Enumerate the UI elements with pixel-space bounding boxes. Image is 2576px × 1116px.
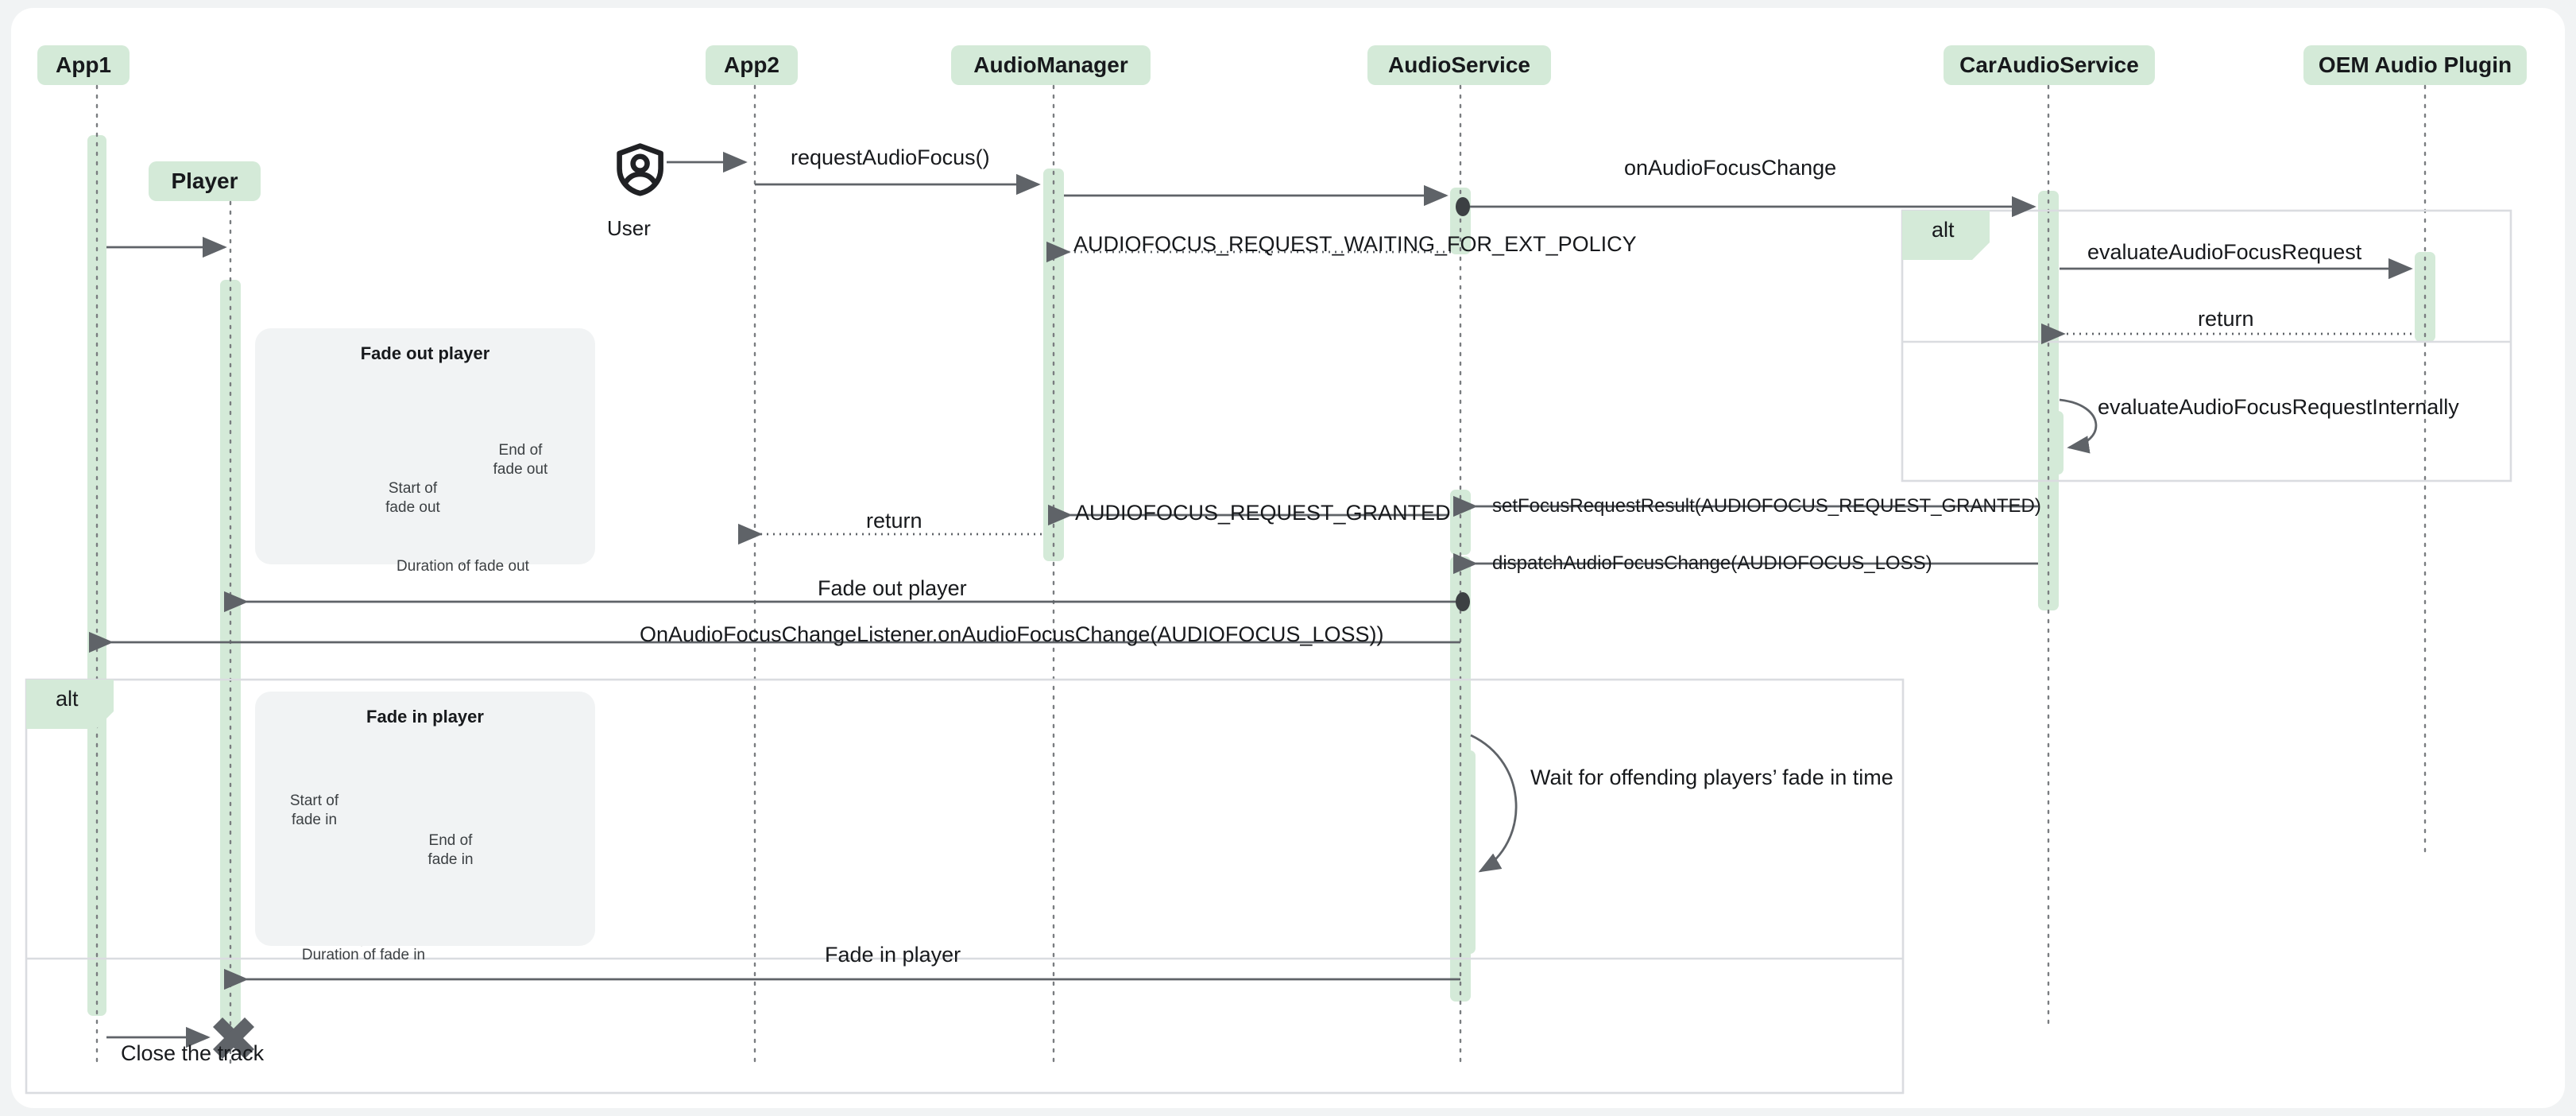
note-label-duration-of-fade-out: Duration of fade out	[396, 558, 529, 575]
note-label-start-of-fade-out: Start of fade out	[385, 480, 440, 516]
activation-bar-oemplugin	[2415, 252, 2435, 342]
activation-bar-caraudioservice-self	[2044, 411, 2064, 475]
activation-bar-audioservice-self	[1456, 750, 1476, 954]
message-label-audiofocus-request-granted: AUDIOFOCUS_REQUEST_GRANTED	[1075, 501, 1451, 525]
message-label-onaudiofocuschange: onAudioFocusChange	[1624, 156, 1837, 180]
activation-bar-caraudioservice	[2038, 191, 2059, 610]
participant-caraudioservice[interactable]: CarAudioService	[1944, 45, 2155, 85]
message-label-fade-out-player: Fade out player	[818, 576, 967, 600]
activation-bar-audioservice-2	[1450, 490, 1471, 555]
participant-label: App1	[56, 52, 111, 77]
activation-bar-player	[220, 280, 241, 1035]
message-label-close-the-track: Close the track	[121, 1041, 265, 1065]
message-label-evaluateaudiofocusrequest: evaluateAudioFocusRequest	[2087, 240, 2362, 264]
message-label-onaudiofocuschangelistener: OnAudioFocusChangeListener.onAudioFocusC…	[640, 622, 1384, 646]
note-card-fade-in	[255, 692, 595, 946]
message-label-dispatchaudiofocuschange: dispatchAudioFocusChange(AUDIOFOCUS_LOSS…	[1492, 552, 1932, 574]
participant-player[interactable]: Player	[149, 161, 261, 201]
message-label-requestaudiofocus: requestAudioFocus()	[791, 145, 990, 169]
note-card-fade-out	[255, 328, 595, 564]
participant-app1[interactable]: App1	[37, 45, 130, 85]
participant-label: CarAudioService	[1959, 52, 2139, 77]
activation-bar-app1	[87, 135, 106, 1016]
alt-fragment-bottom-label: alt	[56, 687, 79, 711]
activation-bar-audiomanager	[1043, 169, 1064, 561]
participant-label: OEM Audio Plugin	[2318, 52, 2512, 77]
message-label-setfocusrequestresult: setFocusRequestResult(AUDIOFOCUS_REQUEST…	[1492, 495, 2041, 517]
participant-oemaudioplugin[interactable]: OEM Audio Plugin	[2303, 45, 2527, 85]
alt-fragment-right-label: alt	[1932, 218, 1955, 242]
participant-label: AudioManager	[973, 52, 1128, 77]
note-title-fade-in: Fade in player	[366, 707, 484, 727]
participant-audioservice[interactable]: AudioService	[1367, 45, 1551, 85]
message-label-audiomanager-return: return	[866, 509, 922, 533]
message-label-oemplugin-return: return	[2198, 307, 2254, 331]
participant-label: App2	[724, 52, 779, 77]
note-title-fade-out: Fade out player	[360, 343, 490, 363]
actor-label-user: User	[607, 216, 651, 240]
participant-app2[interactable]: App2	[706, 45, 798, 85]
message-label-wait-for-fade-in-time: Wait for offending players’ fade in time	[1530, 765, 1893, 789]
note-label-end-of-fade-in: End of fade in	[427, 832, 474, 868]
note-label-end-of-fade-out: End of fade out	[493, 442, 548, 478]
participant-label: Player	[171, 169, 238, 193]
participant-audiomanager[interactable]: AudioManager	[951, 45, 1151, 85]
note-label-duration-of-fade-in: Duration of fade in	[301, 947, 426, 963]
participant-label: AudioService	[1388, 52, 1530, 77]
message-label-audiofocus-waiting-ext-policy: AUDIOFOCUS_REQUEST_WAITING_FOR_EXT_POLIC…	[1073, 232, 1637, 256]
message-label-evaluateaudiofocusrequestinternally: evaluateAudioFocusRequestInternally	[2098, 395, 2459, 419]
message-label-fade-in-player: Fade in player	[825, 943, 961, 967]
note-label-start-of-fade-in: Start of fade in	[289, 792, 339, 828]
